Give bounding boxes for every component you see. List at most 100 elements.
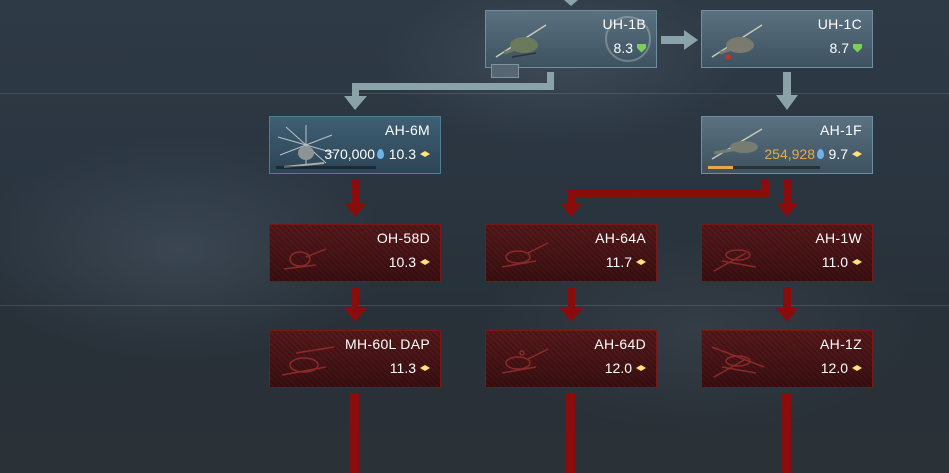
- vehicle-card-mh60l-dap[interactable]: MH-60L DAP 11.3: [269, 330, 441, 388]
- to-ah6m-arrowhead: [344, 96, 367, 110]
- helicopter-icon: [711, 128, 763, 160]
- br-value: 10.3: [388, 146, 416, 162]
- battle-rating: 12.0: [821, 360, 862, 376]
- br-value: 9.7: [828, 146, 848, 162]
- ah1w-to-ah1z-line: [783, 287, 791, 309]
- br-value: 12.0: [820, 360, 848, 376]
- rank-diamond-icon: [852, 151, 862, 157]
- vehicle-card-ah64d[interactable]: AH-64D 12.0: [485, 330, 657, 388]
- helicopter-icon: [281, 346, 335, 376]
- cost-value: 254,928: [764, 146, 815, 162]
- oh58d-to-mh60l-line: [352, 287, 359, 309]
- uh1b-down-line: [547, 72, 554, 90]
- battle-rating: 10.3: [389, 254, 430, 270]
- to-ah6m-line: [352, 83, 359, 97]
- battle-rating: 8.7: [830, 40, 862, 56]
- battle-rating: 10.3: [389, 146, 430, 162]
- uh1b-to-uh1c-line: [661, 36, 685, 44]
- uh1b-horizontal-line: [352, 83, 554, 90]
- ah64d-down-line: [566, 393, 575, 473]
- to-ah1w-arrowhead: [776, 203, 798, 217]
- to-ah1f-arrowhead: [776, 95, 798, 110]
- vehicle-name: UH-1C: [817, 16, 862, 32]
- to-ah64a-arrowhead: [560, 203, 583, 217]
- uh1b-to-uh1c-arrowhead: [684, 30, 698, 50]
- ah6m-to-oh58d-line: [352, 180, 359, 204]
- shield-icon: [853, 43, 862, 53]
- battle-rating: 12.0: [605, 360, 646, 376]
- vehicle-name: OH-58D: [376, 230, 430, 246]
- crew-slot-tag: [491, 64, 519, 78]
- vehicle-name: AH-1Z: [820, 336, 862, 352]
- br-value: 12.0: [604, 360, 632, 376]
- research-cost: 370,000: [324, 146, 384, 162]
- vehicle-name: AH-64D: [594, 336, 646, 352]
- battle-rating: 11.7: [606, 254, 646, 270]
- to-ah64a-line: [568, 190, 575, 204]
- vehicle-name: AH-1W: [815, 230, 862, 246]
- vehicle-card-ah1z[interactable]: AH-1Z 12.0: [701, 330, 873, 388]
- helicopter-icon: [277, 125, 335, 168]
- research-point-icon: [377, 149, 384, 159]
- rank-diamond-icon: [852, 259, 862, 265]
- helicopter-icon: [713, 249, 757, 272]
- shield-icon: [637, 43, 646, 53]
- br-value: 8.3: [613, 40, 633, 56]
- vehicle-card-ah64a[interactable]: AH-64A 11.7: [485, 224, 657, 282]
- vehicle-card-ah6m[interactable]: 370,000 AH-6M 10.3: [269, 116, 441, 174]
- helicopter-icon: [711, 346, 765, 378]
- ah64a-to-ah64d-line: [568, 287, 575, 309]
- rank-diamond-icon: [420, 259, 430, 265]
- battle-rating: 9.7: [829, 146, 862, 162]
- helicopter-icon: [283, 248, 327, 270]
- vehicle-name: AH-64A: [595, 230, 646, 246]
- row-divider: [0, 305, 949, 306]
- helicopter-icon: [711, 24, 763, 60]
- vehicle-card-ah1w[interactable]: AH-1W 11.0: [701, 224, 873, 282]
- uh1c-down-line: [783, 72, 791, 96]
- research-progress-bar: [276, 166, 376, 169]
- helicopter-icon: [495, 24, 547, 58]
- vehicle-card-uh1c[interactable]: UH-1C 8.7: [701, 10, 873, 68]
- helicopter-icon: [501, 242, 549, 268]
- battle-rating: 11.3: [390, 360, 430, 376]
- mh60l-down-line: [350, 393, 359, 473]
- to-mh60l-arrowhead: [344, 308, 367, 322]
- vehicle-name: AH-6M: [384, 122, 430, 138]
- ah1f-branch-line: [762, 180, 769, 197]
- research-point-icon: [817, 149, 824, 159]
- rank-diamond-icon: [636, 259, 646, 265]
- ah1z-down-line: [782, 393, 791, 473]
- to-ah1z-arrowhead: [776, 308, 798, 322]
- br-value: 11.3: [389, 360, 416, 376]
- research-progress-fill: [708, 166, 733, 169]
- vehicle-name: UH-1B: [602, 16, 646, 32]
- vehicle-card-ah1f[interactable]: 254,928 AH-1F 9.7: [701, 116, 873, 174]
- research-cost: 254,928: [764, 146, 824, 162]
- rank-diamond-icon: [420, 365, 430, 371]
- helicopter-icon: [501, 348, 549, 374]
- to-oh58d-arrowhead: [344, 203, 367, 217]
- top-arrow-tip: [564, 0, 578, 6]
- battle-rating: 11.0: [822, 254, 862, 270]
- vehicle-name: AH-1F: [820, 122, 862, 138]
- br-value: 11.0: [821, 254, 848, 270]
- vehicle-card-uh1b[interactable]: UH-1B 8.3: [485, 10, 657, 68]
- br-value: 8.7: [829, 40, 849, 56]
- ah1f-to-ah1w-line: [783, 180, 791, 204]
- to-ah64d-arrowhead: [560, 308, 583, 322]
- vehicle-card-oh58d[interactable]: OH-58D 10.3: [269, 224, 441, 282]
- research-progress-bar: [708, 166, 820, 169]
- researched-ring-icon: [605, 16, 651, 62]
- row-divider: [0, 93, 949, 94]
- battle-rating: 8.3: [614, 40, 646, 56]
- br-value: 11.7: [605, 254, 632, 270]
- rank-diamond-icon: [852, 365, 862, 371]
- rank-diamond-icon: [420, 151, 430, 157]
- rank-diamond-icon: [636, 365, 646, 371]
- vehicle-name: MH-60L DAP: [345, 336, 430, 352]
- br-value: 10.3: [388, 254, 416, 270]
- cost-value: 370,000: [324, 146, 375, 162]
- ah1f-horizontal-line: [568, 190, 769, 197]
